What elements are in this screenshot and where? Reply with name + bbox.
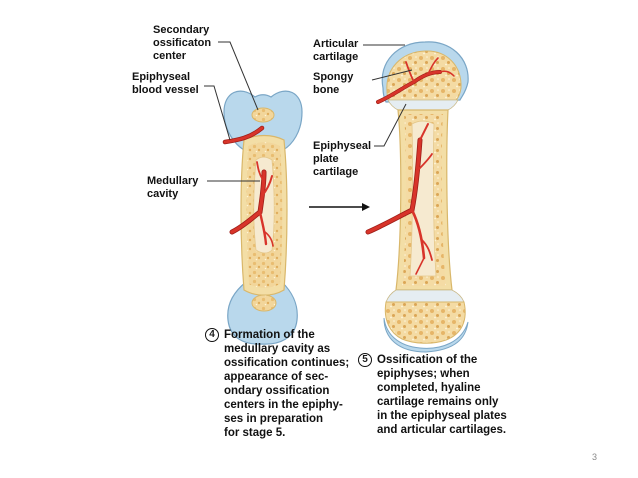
label-articular-cartilage: Articular cartilage [313, 38, 359, 63]
stage4-caption: Formation of the medullary cavity as oss… [224, 329, 350, 439]
stage4-bone [222, 90, 303, 345]
leader-lines [204, 41, 413, 182]
stage5-bone [365, 41, 469, 353]
page-number: 3 [592, 452, 597, 462]
stage4-blood-vessels [222, 125, 274, 247]
label-epiphyseal-plate-cartilage: Epiphyseal plate cartilage [313, 140, 372, 178]
stage5-number-badge: 5 [358, 353, 372, 367]
stage5-caption: Ossification of the epiphyses; when comp… [377, 354, 507, 436]
stage4-secondary-ossification-center-bottom [251, 294, 277, 312]
label-medullary-cavity: Medullary cavity [147, 175, 199, 200]
leader-epiphyseal-plate-cartilage [374, 103, 407, 147]
stage5-articular-cartilage-bottom [383, 317, 469, 353]
label-epiphyseal-blood-vessel: Epiphyseal blood vessel [132, 71, 199, 96]
label-secondary-ossification-center: Secondary ossificaton center [153, 24, 212, 62]
stage-transition-arrow [309, 203, 370, 211]
stage5-epiphyseal-plate-top [387, 99, 459, 111]
leader-secondary-ossification-center [218, 41, 259, 111]
leader-spongy-bone [371, 69, 413, 81]
stage5-blood-vessels [365, 57, 455, 275]
leader-epiphyseal-blood-vessel [204, 85, 231, 141]
stage5-epiphyseal-plate-bottom [385, 289, 465, 303]
label-spongy-bone: Spongy bone [313, 71, 354, 96]
stage5-epiphysis-bottom [384, 301, 466, 344]
stage4-secondary-ossification-center-top [251, 107, 275, 123]
stage4-number-badge: 4 [205, 328, 219, 342]
